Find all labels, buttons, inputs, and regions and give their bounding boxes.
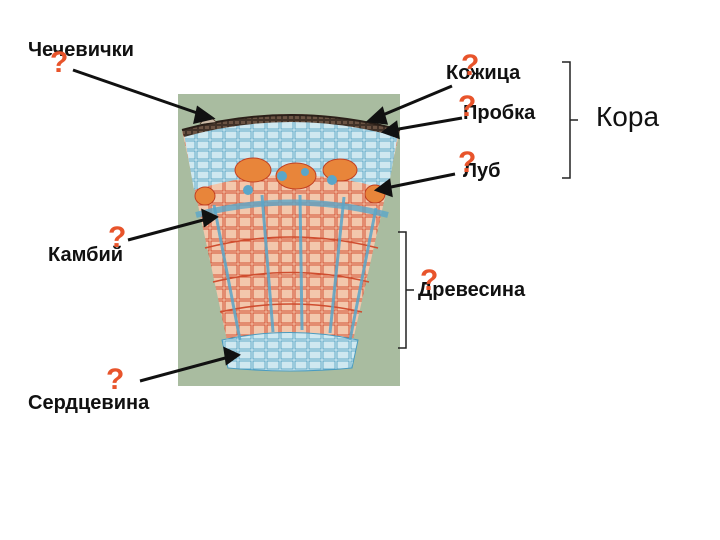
bark-bracket — [562, 61, 578, 179]
cambium-band — [195, 199, 389, 218]
question-mark-cambium: ? — [108, 221, 127, 254]
phloem-patches — [194, 157, 386, 206]
wood-bracket — [398, 231, 414, 349]
question-mark-pith: ? — [106, 363, 125, 396]
question-mark-epidermis: ? — [461, 49, 480, 82]
pith-region — [221, 332, 359, 372]
question-mark-lenticels: ? — [50, 46, 69, 79]
question-mark-wood: ? — [420, 264, 439, 297]
label-lenticels: Чечевички — [28, 39, 134, 61]
pointer-arrows — [72, 68, 463, 383]
label-phloem: Луб — [463, 160, 501, 182]
label-cambium: Камбий — [48, 244, 124, 266]
label-cork: Пробка — [463, 102, 536, 124]
medullary-rays — [212, 194, 378, 341]
growth-rings — [204, 236, 379, 313]
question-mark-cork: ? — [458, 90, 477, 123]
epidermis-line — [181, 114, 401, 131]
label-wood: Древесина — [418, 279, 526, 301]
cork-layer — [182, 115, 400, 137]
label-bark: Кора — [596, 101, 660, 132]
question-mark-phloem: ? — [458, 146, 477, 179]
label-pith: Сердцевина — [28, 392, 150, 414]
label-epidermis: Кожица — [446, 62, 521, 84]
